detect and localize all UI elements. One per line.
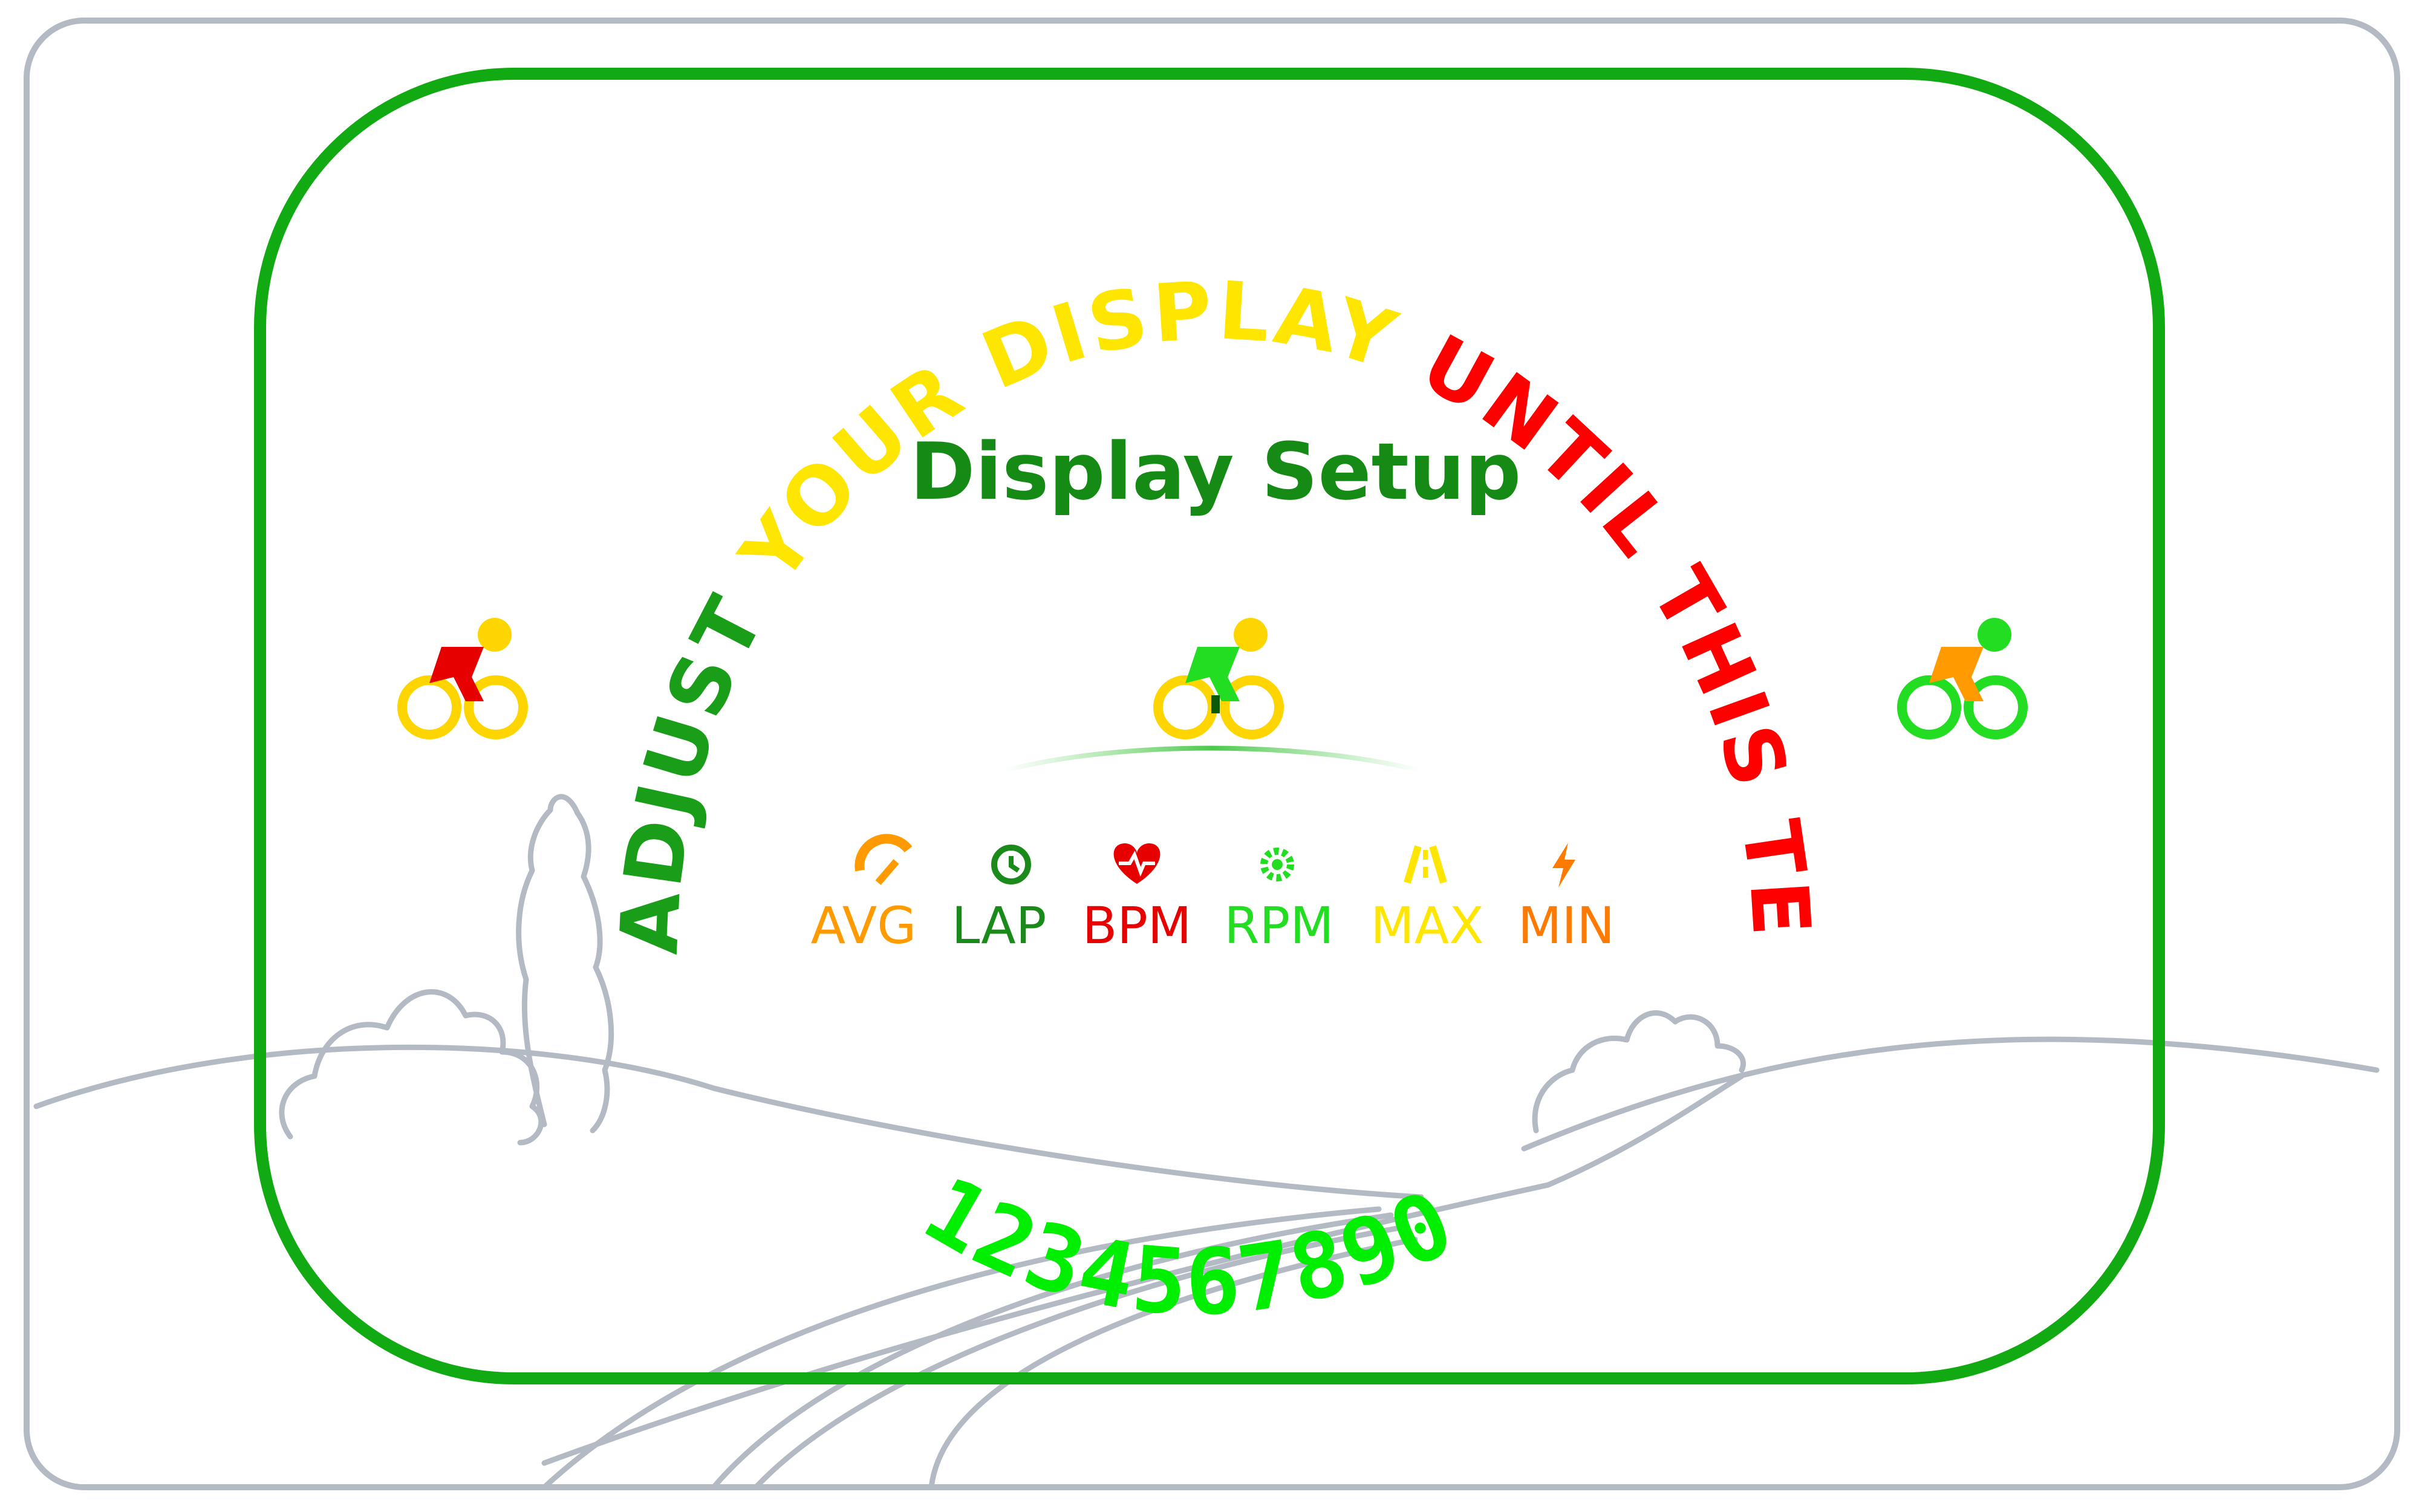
- heart-rate-icon: [1113, 843, 1161, 884]
- clock-icon: [991, 845, 1031, 884]
- cyclist-head: [1978, 618, 2011, 652]
- arc-word-is-clear: IS CLEAR: [0, 0, 33, 19]
- speedometer-icon: [855, 834, 913, 885]
- bush-right: [1532, 1010, 1746, 1134]
- cyclist-icon: [1153, 618, 1284, 739]
- cyclist-icon: [397, 618, 528, 739]
- metric-label-avg: AVG: [811, 896, 917, 955]
- cyclist-wheel-front: [464, 675, 528, 739]
- metric-label-max: MAX: [1370, 896, 1483, 955]
- metric-icons: [855, 834, 1575, 887]
- cyclist-head: [478, 618, 512, 652]
- lightning-icon: [1552, 843, 1575, 887]
- road-edge-4: [928, 1236, 1418, 1490]
- hill-right: [1521, 1036, 2380, 1152]
- cyclist-body: [1929, 647, 1984, 701]
- road-edge-1: [541, 1206, 1382, 1490]
- cyclist-wheel-rear: [1897, 675, 1961, 739]
- page-title: Display Setup: [910, 426, 1522, 518]
- road-icon: [1404, 845, 1447, 884]
- cyclist-icon: [1897, 618, 2028, 739]
- cyclist-wheel-rear: [397, 675, 461, 739]
- horizon-line: [1003, 745, 1422, 773]
- metric-label-min: MIN: [1518, 896, 1615, 955]
- display-frame: [254, 68, 2165, 1384]
- cyclist-wheel-front: [1964, 675, 2028, 739]
- tree-left: [516, 794, 614, 1134]
- gear-icon: [1260, 848, 1294, 881]
- road-edge-3: [753, 1224, 1406, 1490]
- device-card: [24, 18, 2400, 1490]
- metric-label-lap: LAP: [952, 896, 1047, 955]
- cyclist-wheel-front: [1220, 675, 1284, 739]
- metric-label-bpm: BPM: [1082, 896, 1192, 955]
- metric-label-rpm: RPM: [1224, 896, 1334, 955]
- bush-left: [279, 989, 544, 1146]
- cyclist-body: [1185, 647, 1240, 701]
- road-edge-2: [711, 1212, 1394, 1490]
- metric-labels: AVG LAP BPM RPM MAX MIN: [811, 896, 1615, 955]
- cyclist-head: [1234, 618, 1268, 652]
